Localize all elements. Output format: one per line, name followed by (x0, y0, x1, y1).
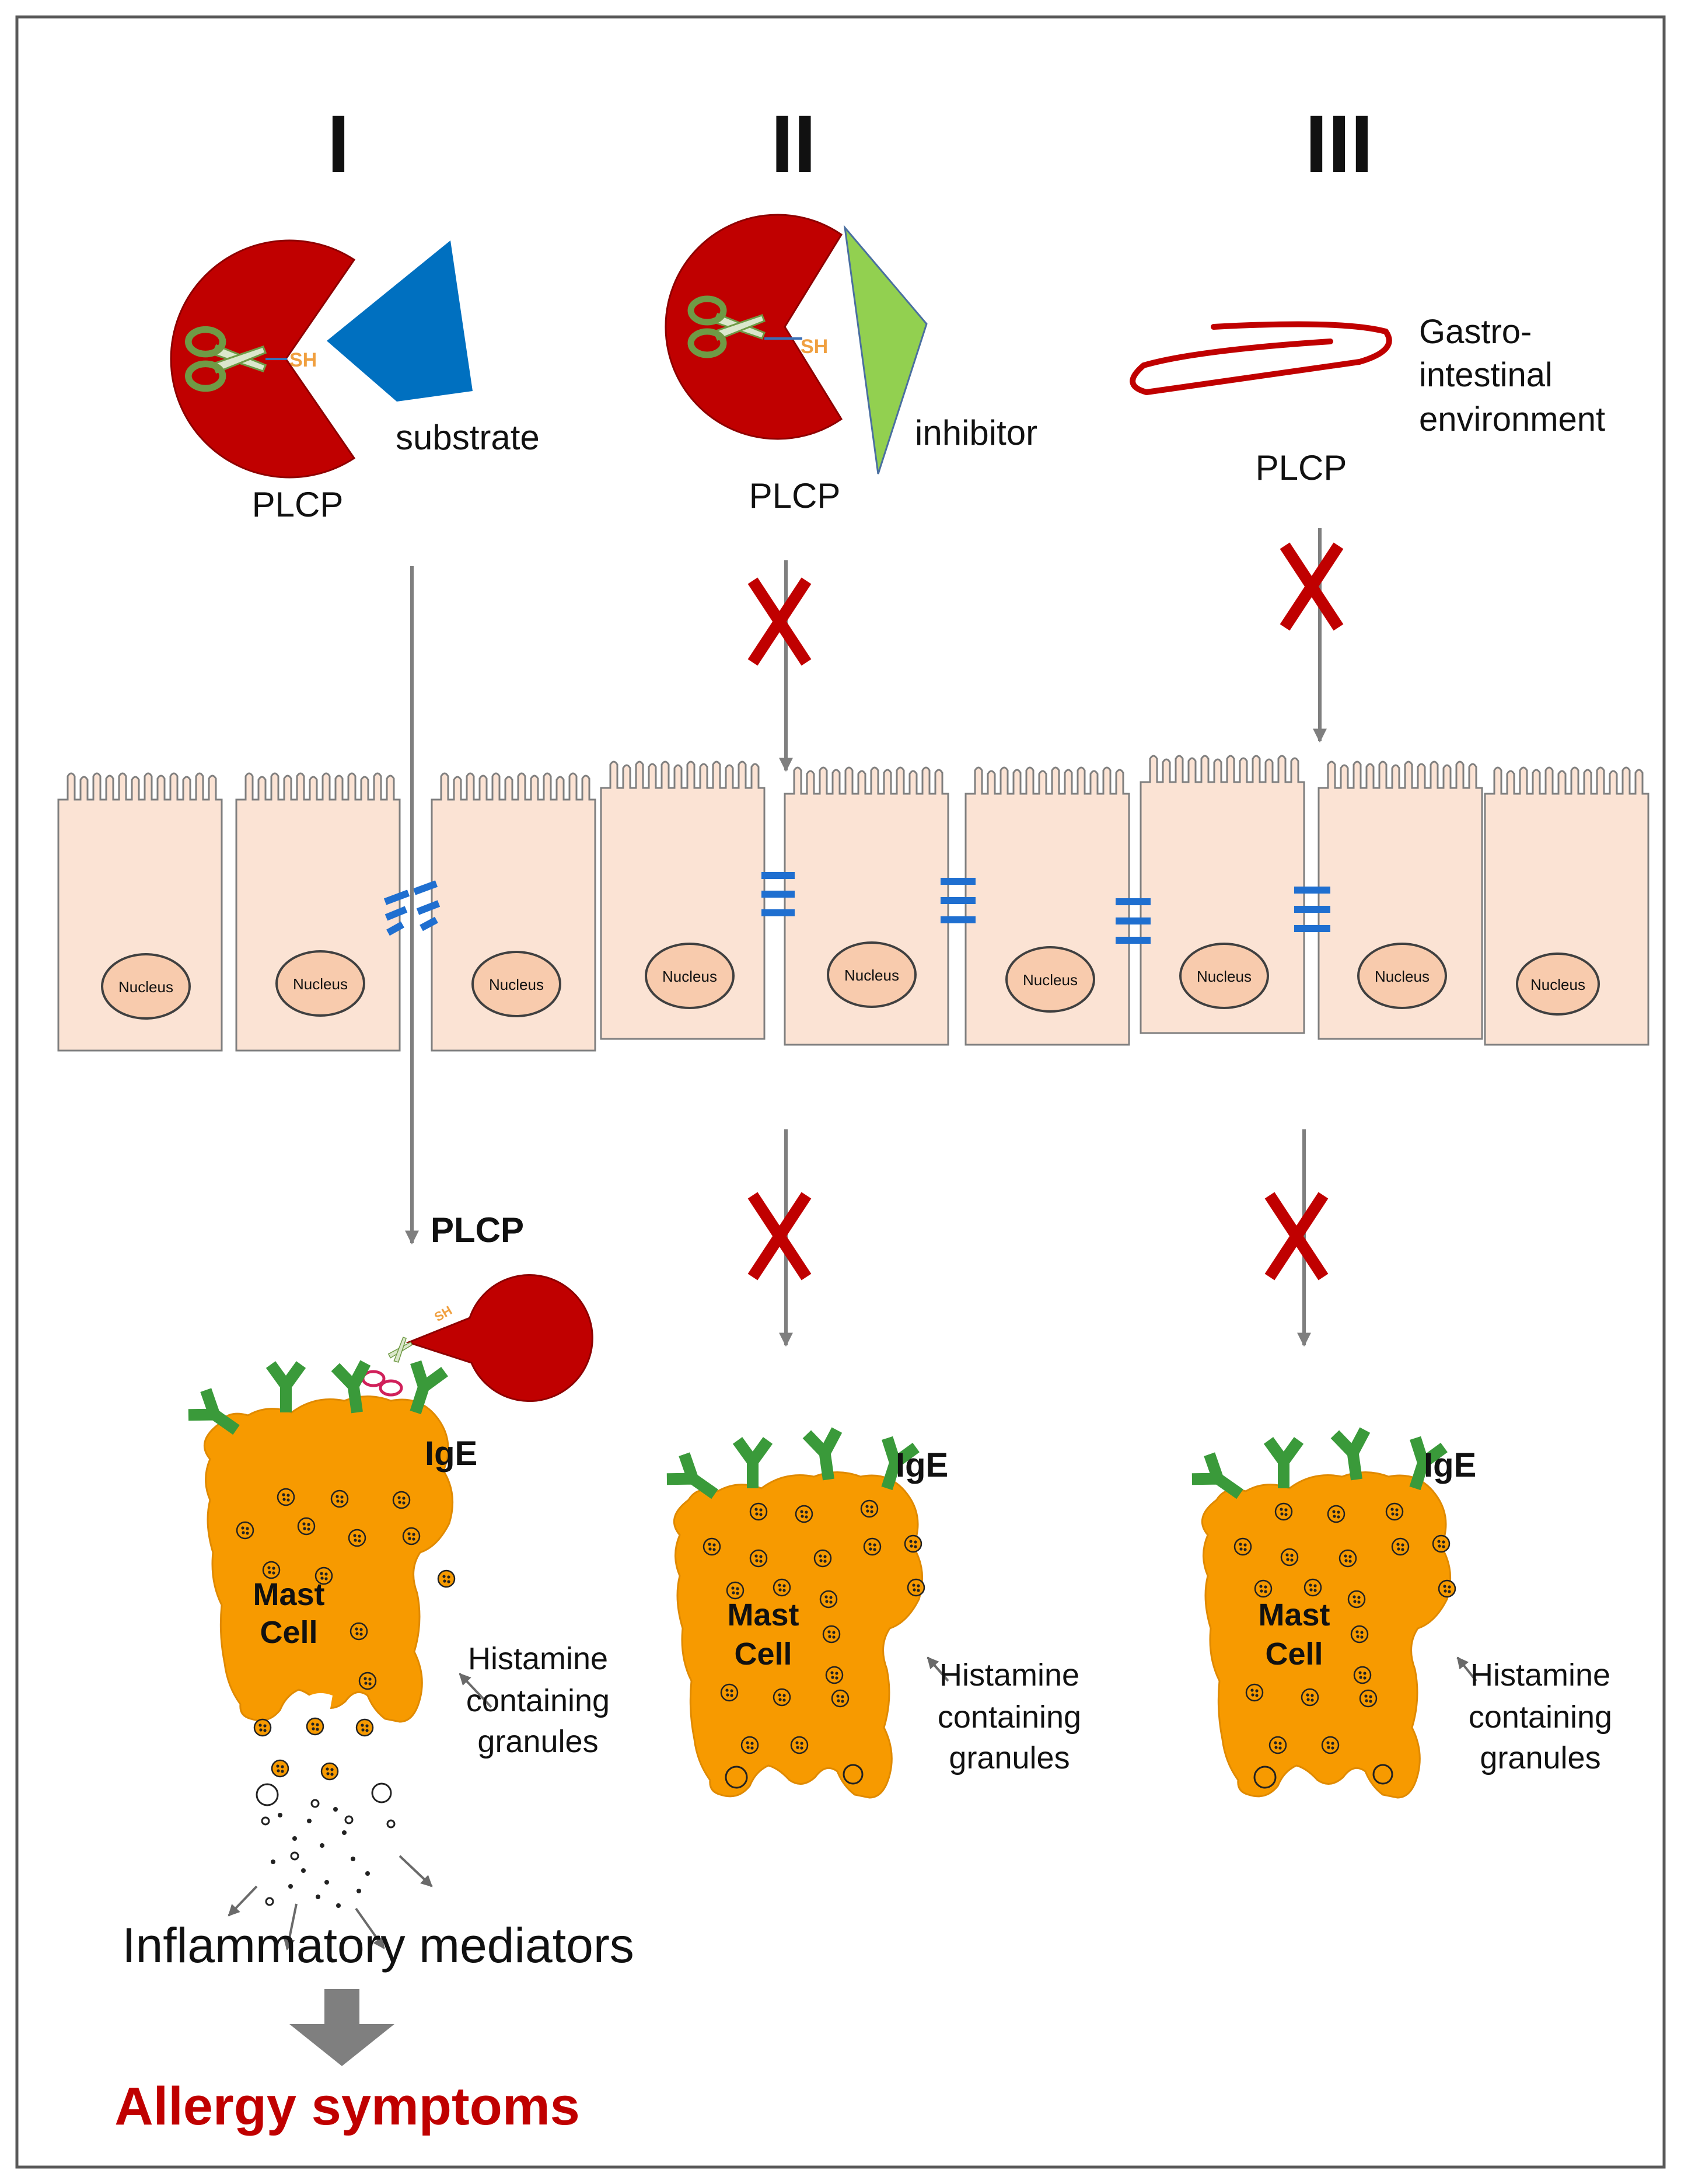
ige-label-panel-i: IgE (425, 1435, 477, 1473)
denatured-plcp-strand (1130, 321, 1392, 396)
block-arrow-icon (289, 1989, 394, 2066)
x-mark-icon (1285, 546, 1338, 627)
granule-label-line2-panel-iii: containing (1469, 1700, 1612, 1735)
gastro-label-line2: intestinal (1419, 356, 1553, 394)
x-mark-icon (1270, 1195, 1323, 1277)
down-arrow-icon (399, 1855, 433, 1888)
nucleus (101, 953, 191, 1020)
nucleus-label: Nucleus (1197, 968, 1252, 985)
mast-cell-label-line1-panel-ii: Mast (727, 1597, 799, 1632)
granule-label-line1-panel-i: Histamine (468, 1641, 608, 1676)
nucleus-label: Nucleus (293, 975, 348, 993)
sh-label-panel-ii: SH (801, 336, 828, 358)
granule (1372, 1764, 1393, 1785)
inhibitor-label: inhibitor (915, 413, 1037, 452)
nucleus (645, 943, 735, 1009)
panel-numeral-iii: III (1305, 98, 1374, 190)
nucleus (1516, 953, 1600, 1016)
tight-junction (1294, 887, 1330, 932)
granule-label-line3-panel-ii: granules (949, 1740, 1070, 1775)
mast-cell-label-line1-panel-i: Mast (253, 1577, 324, 1612)
ige-receptor (1268, 1440, 1299, 1488)
nucleus-label: Nucleus (844, 967, 899, 984)
tight-junction (1116, 898, 1151, 944)
plcp-label-panel-i: PLCP (252, 485, 344, 524)
ige-label-panel-ii: IgE (896, 1446, 948, 1484)
mast-cell-label-line2-panel-ii: Cell (734, 1637, 792, 1672)
panel-numeral-ii: II (771, 98, 816, 190)
nucleus-label: Nucleus (1375, 968, 1430, 985)
mediators-label: Inflammatory mediators (122, 1918, 634, 1973)
nucleus (1005, 946, 1095, 1013)
x-mark-icon (753, 581, 806, 662)
mast-cell-panel-i (203, 1395, 454, 1725)
inhibitor-shape (843, 225, 928, 475)
plcp-enzyme-panel-ii (665, 214, 843, 440)
mast-cell-label-line2-panel-i: Cell (260, 1615, 317, 1650)
allergy-symptoms-label: Allergy symptoms (114, 2077, 580, 2136)
granule (1253, 1766, 1277, 1789)
down-arrow-icon (228, 1885, 258, 1917)
scissors-handle (379, 1379, 403, 1397)
nucleus-label: Nucleus (118, 978, 173, 996)
granule-label-line1-panel-ii: Histamine (939, 1658, 1079, 1693)
released-mediators (261, 1799, 396, 1906)
plcp-label-panel-iii: PLCP (1256, 448, 1347, 487)
granule-label-line3-panel-i: granules (477, 1724, 598, 1759)
nucleus-label: Nucleus (489, 976, 544, 993)
down-arrow-icon (283, 1903, 298, 1951)
nucleus-label: Nucleus (1530, 976, 1585, 993)
plcp-label-translocated: PLCP (431, 1210, 524, 1250)
granule (725, 1766, 748, 1789)
granule-label-line1-panel-iii: Histamine (1470, 1658, 1610, 1693)
figure-frame (15, 15, 1666, 2169)
ige-receptor (271, 1365, 301, 1412)
nucleus (827, 941, 917, 1008)
granule-label-line2-panel-ii: containing (938, 1700, 1081, 1735)
nucleus-label: Nucleus (1023, 971, 1078, 989)
sh-label-panel-i: SH (289, 349, 317, 371)
nucleus-label: Nucleus (662, 968, 717, 985)
gastro-label-line1: Gastro- (1419, 313, 1532, 351)
mast-cell-label-line1-panel-iii: Mast (1258, 1597, 1330, 1632)
plcp-label-panel-ii: PLCP (749, 476, 841, 515)
granule (843, 1764, 864, 1785)
sh-label-bound: SH (432, 1303, 455, 1324)
granule-pointer-arrow (1456, 1656, 1477, 1682)
nucleus (1179, 943, 1269, 1009)
panel-numeral-i: I (327, 98, 350, 190)
ige-receptor (738, 1440, 768, 1488)
down-arrow-icon (355, 1907, 385, 1949)
gastro-label-line3: environment (1419, 400, 1605, 438)
tight-junction (941, 878, 976, 923)
released-granule (256, 1783, 279, 1806)
plcp-enzyme-panel-i (170, 239, 356, 479)
scissors-icon (387, 1337, 413, 1363)
plcp-enzyme-bound (406, 1274, 593, 1402)
ige-label-panel-iii: IgE (1424, 1446, 1476, 1484)
released-mediators (271, 1807, 370, 1908)
mast-cell-label-line2-panel-iii: Cell (1265, 1637, 1323, 1672)
substrate-shape (327, 240, 473, 402)
x-mark-icon (753, 1195, 806, 1277)
granule-pointer-arrow (459, 1673, 492, 1708)
granule-label-line3-panel-iii: granules (1480, 1740, 1600, 1775)
nucleus (471, 951, 561, 1017)
nucleus (275, 950, 365, 1017)
disrupted-tight-junction (383, 880, 441, 936)
substrate-label: substrate (396, 418, 540, 457)
granule-label-line2-panel-i: containing (466, 1683, 610, 1718)
tight-junction (761, 872, 795, 916)
granule-pointer-arrow (927, 1656, 949, 1682)
nucleus (1357, 943, 1447, 1009)
released-granule (371, 1782, 392, 1803)
